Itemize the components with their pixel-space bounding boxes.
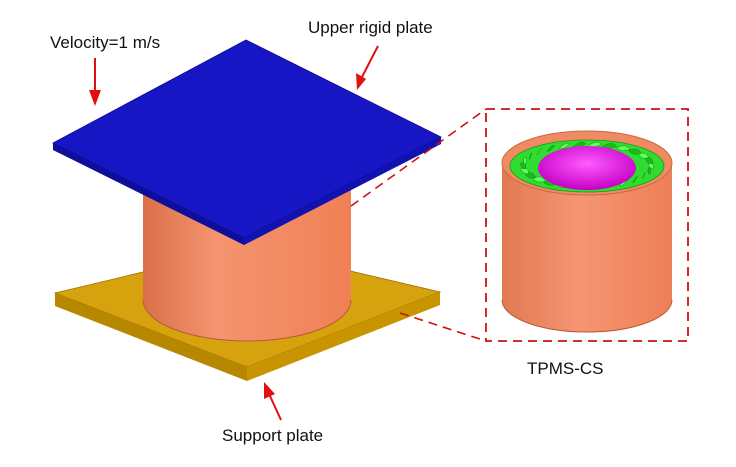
upper-rigid-plate	[52, 39, 442, 245]
lattice-cell	[546, 144, 555, 152]
detail-label: TPMS-CS	[527, 359, 604, 378]
lattice-cell	[632, 176, 638, 184]
zoom-box	[485, 108, 689, 342]
lattice-cell	[642, 171, 646, 180]
detail-tpms-cs	[501, 130, 673, 333]
support-plate-arrow	[264, 382, 282, 421]
lattice-cell	[616, 145, 631, 152]
lattice-cell	[644, 157, 654, 164]
lattice-cell	[520, 167, 530, 175]
upper-plate-label: Upper rigid plate	[308, 18, 433, 37]
detail-tube-bottom-edge	[501, 299, 673, 333]
upper-plate-left-side	[53, 143, 244, 245]
tpms-cs-tube	[142, 190, 352, 342]
support-plate-right-side	[247, 292, 440, 381]
velocity-label: Velocity=1 m/s	[50, 33, 161, 52]
velocity-arrow	[89, 58, 101, 106]
support-plate-left-side	[55, 293, 247, 381]
lattice-cell	[528, 152, 533, 160]
zoom-connector	[350, 108, 487, 342]
lattice-cell	[536, 148, 542, 156]
lattice-cell	[532, 176, 546, 183]
upper-plate-arrow	[356, 45, 379, 90]
upper-plate-right-side	[244, 137, 441, 245]
lattice-cell	[523, 156, 527, 165]
tube-body	[143, 190, 351, 341]
lattice-cell	[558, 142, 570, 150]
detail-tube-body	[502, 163, 672, 332]
upper-plate-top	[52, 39, 442, 239]
support-plate-label: Support plate	[222, 426, 324, 445]
lattice-cell	[647, 167, 652, 175]
tube-bottom-edge	[142, 299, 352, 342]
detail-inner-core	[538, 146, 636, 190]
